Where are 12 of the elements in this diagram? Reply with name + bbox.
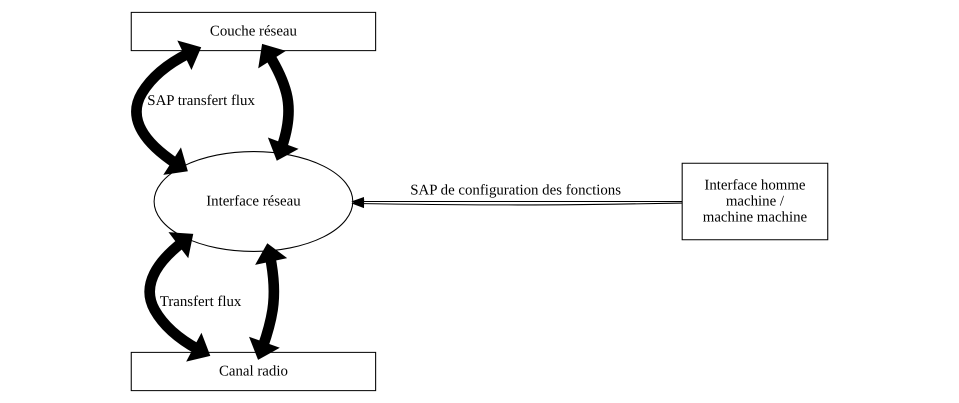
node-ellipse: Interface réseau	[154, 151, 354, 252]
arrow	[144, 232, 210, 362]
arrow	[249, 243, 288, 360]
node-box: Interface homme machine / machine machine	[682, 162, 828, 240]
edge-label: Transfert flux	[160, 294, 242, 310]
arrow	[351, 199, 682, 208]
edge-label: SAP transfert flux	[147, 93, 255, 110]
edge-label: SAP de configuration des fonctions	[410, 182, 621, 198]
node-box: Couche réseau	[130, 12, 376, 52]
arrow	[131, 40, 202, 175]
node-box: Canal radio	[130, 352, 376, 392]
arrow	[258, 44, 299, 161]
